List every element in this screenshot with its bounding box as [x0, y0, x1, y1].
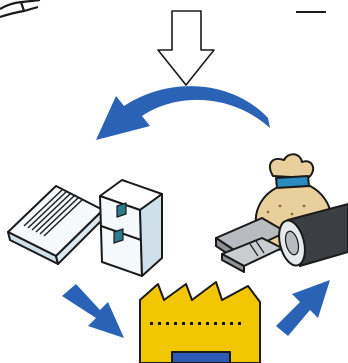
- refrigerator-icon: [100, 180, 162, 276]
- air-conditioner-icon: [8, 186, 104, 264]
- blue-arrow-down-right-icon: [62, 284, 124, 338]
- blue-curved-arrow-icon: [96, 86, 270, 140]
- top-left-doodle-icon: [0, 0, 40, 17]
- factory-icon: [140, 282, 260, 363]
- blue-arrow-up-right-icon: [276, 280, 330, 336]
- metal-scrap-icon: [216, 218, 286, 272]
- down-arrow-icon: [158, 11, 214, 85]
